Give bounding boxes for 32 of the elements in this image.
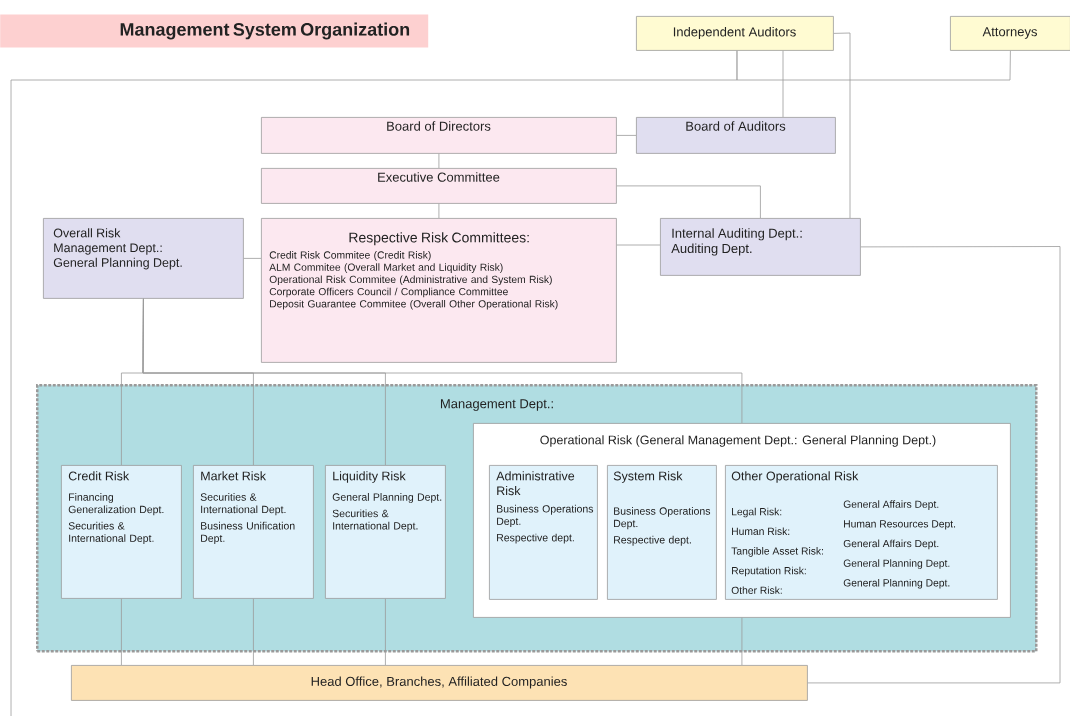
connector-line (616, 244, 661, 246)
connector-line (438, 203, 440, 219)
connector-line (121, 598, 122, 666)
title: Management System Organization (0, 14, 429, 48)
risk-box: Credit Risk Financing Generalization Dept. Securities & International Dept. (61, 465, 182, 599)
connector-line (243, 258, 262, 259)
committee-box: Executive Committee (261, 168, 617, 204)
risk-box: Administrative Risk Business Operations Dept. Respective dept. (489, 465, 598, 600)
connector-line (616, 135, 637, 136)
company-box: Head Office, Branches, Affiliated Companies (71, 665, 808, 701)
connector-line (741, 617, 743, 666)
connector-line (782, 50, 784, 118)
attorneys-box: Attorneys (950, 16, 1070, 51)
connector-line (736, 50, 1011, 81)
connector-line (253, 598, 254, 666)
connector-line (385, 598, 386, 666)
committee-box: Respective Risk Committees: Credit Risk Commitee (Credit Risk) ALM Commitee (Overall Market and Liquidity Risk) Operational Risk Commitee (Administrative and System Risk) Corporate Officers Council / Compliance Committee Deposit Guarantee Commitee (Overall Other Operational Risk) (261, 218, 617, 363)
connector-line (142, 298, 743, 424)
risk-box: System Risk Business Operations Dept. Respective dept. (607, 465, 717, 600)
board-box: Board of Auditors (636, 117, 836, 154)
connector-line (616, 185, 761, 219)
auditors-box: Independent Auditors (636, 16, 834, 51)
connector-line (833, 32, 851, 219)
connector-line (438, 153, 440, 169)
risk-box: Market Risk Securities & International Dept. Business Unification Dept. (193, 465, 314, 599)
connector-line (10, 50, 738, 716)
board-box: Board of Directors (261, 117, 617, 154)
connector-line (807, 246, 1061, 684)
department-box: Internal Auditing Dept.: Auditing Dept. (660, 218, 861, 276)
risk-box: Other Operational Risk Legal Risk: General Affairs Dept. Human Risk: Human Resources Dept. Tangible Asset Risk: General Affairs Dept. Reputation Risk: General Planning Dept. Other Risk: General Planning Dept. (725, 465, 998, 600)
risk-box: Liquidity Risk General Planning Dept. Securities & International Dept. (325, 465, 446, 599)
department-box: Overall Risk Management Dept.: General Planning Dept. (43, 218, 244, 299)
